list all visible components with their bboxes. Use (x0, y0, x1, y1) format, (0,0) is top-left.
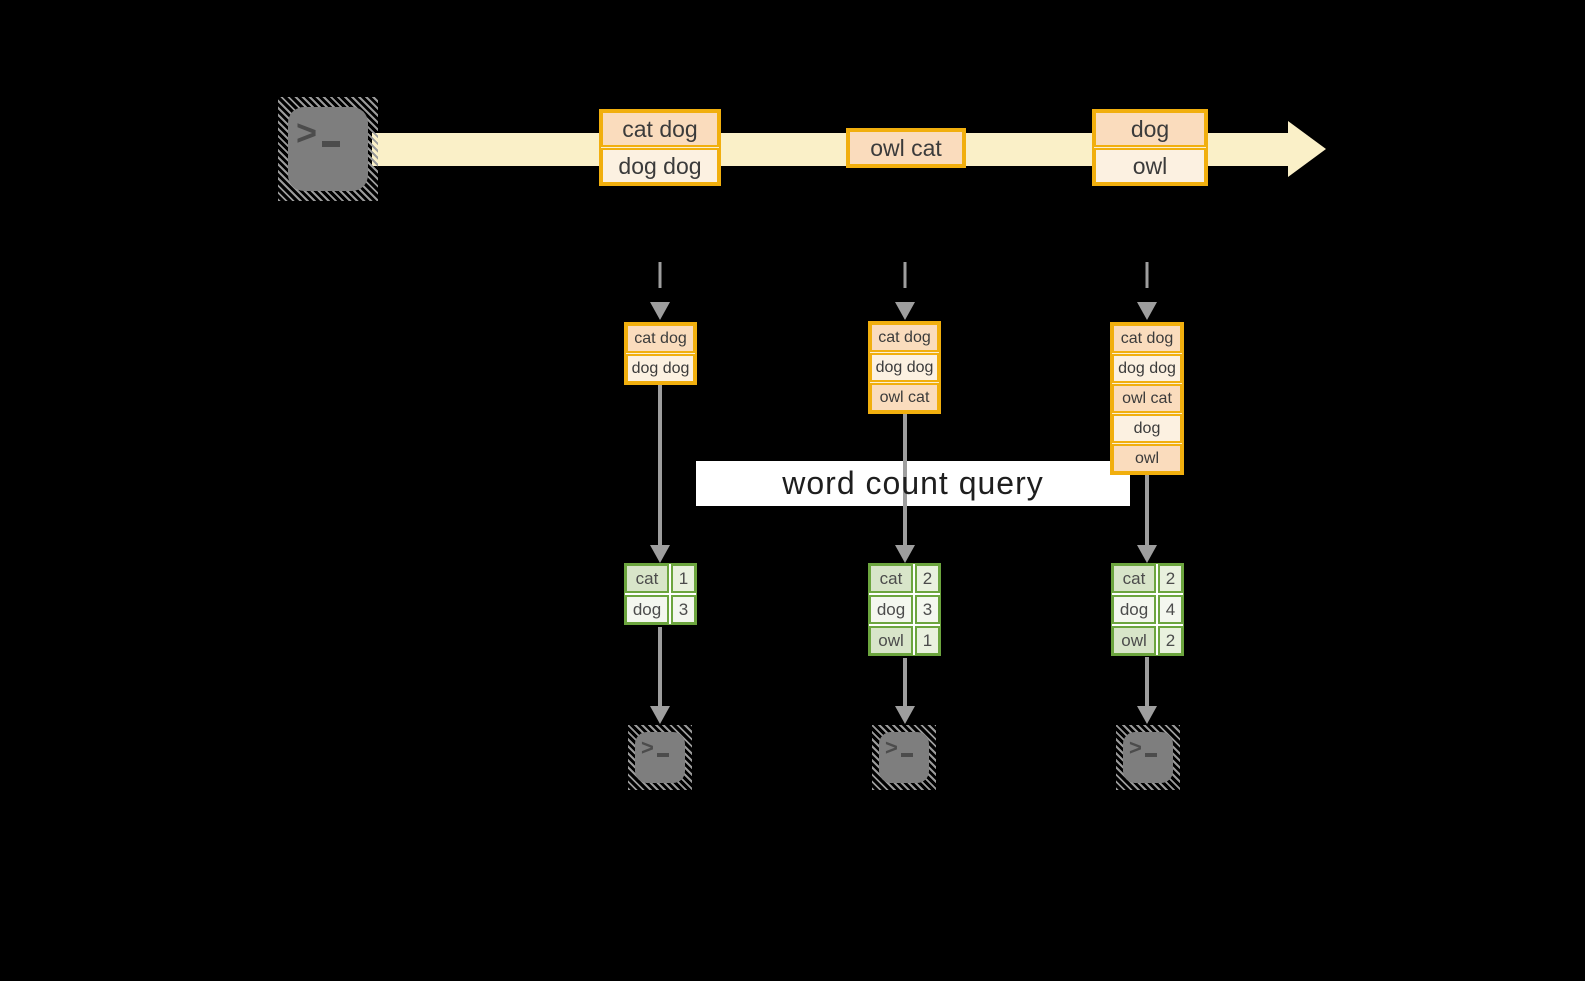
stream-event-2: owl cat (846, 128, 966, 168)
state-record: dog dog (1112, 354, 1182, 383)
terminal-icon-body: > (288, 107, 368, 191)
count-word: dog (625, 595, 669, 624)
count-value: 4 (1158, 595, 1183, 624)
state-stack-2: cat dog dog dog owl cat (868, 321, 941, 414)
stream-event-3: dog owl (1092, 109, 1208, 186)
event-record: dog dog (601, 148, 719, 184)
stream-arrowhead (1288, 121, 1326, 177)
count-table-2: cat 2 dog 3 owl 1 (868, 563, 941, 656)
event-record: owl cat (848, 130, 964, 166)
count-value: 2 (915, 564, 940, 593)
event-record: owl (1094, 148, 1206, 184)
arrow-counts-to-sink-1 (650, 627, 670, 724)
stream-event-1: cat dog dog dog (599, 109, 721, 186)
event-record: dog (1094, 111, 1206, 147)
state-record: cat dog (870, 323, 939, 352)
terminal-prompt-cursor (322, 141, 341, 147)
dashed-arrow-down-2 (895, 262, 915, 320)
query-label: word count query (782, 465, 1044, 501)
dashed-arrow-down-1 (650, 262, 670, 320)
count-value: 3 (915, 595, 940, 624)
query-band (696, 461, 1130, 506)
state-record: owl cat (1112, 384, 1182, 413)
arrow-counts-to-sink-3 (1137, 657, 1157, 724)
sink-terminal-icon-3: > (1116, 725, 1180, 790)
state-record: owl cat (870, 383, 939, 412)
count-value: 1 (915, 626, 940, 655)
count-word: owl (1112, 626, 1156, 655)
count-value: 3 (671, 595, 696, 624)
arrow-state-to-counts-3 (1137, 475, 1157, 563)
count-word: cat (625, 564, 669, 593)
state-record: owl (1112, 444, 1182, 473)
count-value: 2 (1158, 626, 1183, 655)
count-table-3: cat 2 dog 4 owl 2 (1111, 563, 1184, 656)
source-terminal-icon: > (278, 97, 378, 201)
count-value: 2 (1158, 564, 1183, 593)
state-record: cat dog (1112, 324, 1182, 353)
event-record: cat dog (601, 111, 719, 147)
state-record: cat dog (626, 324, 695, 353)
sink-terminal-icon-1: > (628, 725, 692, 790)
terminal-prompt-chevron: > (296, 112, 318, 153)
arrow-state-to-counts-1 (650, 385, 670, 563)
state-record: dog (1112, 414, 1182, 443)
state-stack-3: cat dog dog dog owl cat dog owl (1110, 322, 1184, 475)
count-value: 1 (671, 564, 696, 593)
count-word: owl (869, 626, 913, 655)
dashed-arrow-down-3 (1137, 262, 1157, 320)
count-word: dog (869, 595, 913, 624)
state-record: dog dog (870, 353, 939, 382)
state-stack-1: cat dog dog dog (624, 322, 697, 385)
arrow-state-to-counts-2 (895, 414, 915, 563)
state-record: dog dog (626, 354, 695, 383)
count-word: cat (1112, 564, 1156, 593)
count-table-1: cat 1 dog 3 (624, 563, 697, 625)
count-word: dog (1112, 595, 1156, 624)
sink-terminal-icon-2: > (872, 725, 936, 790)
count-word: cat (869, 564, 913, 593)
arrow-counts-to-sink-2 (895, 658, 915, 724)
